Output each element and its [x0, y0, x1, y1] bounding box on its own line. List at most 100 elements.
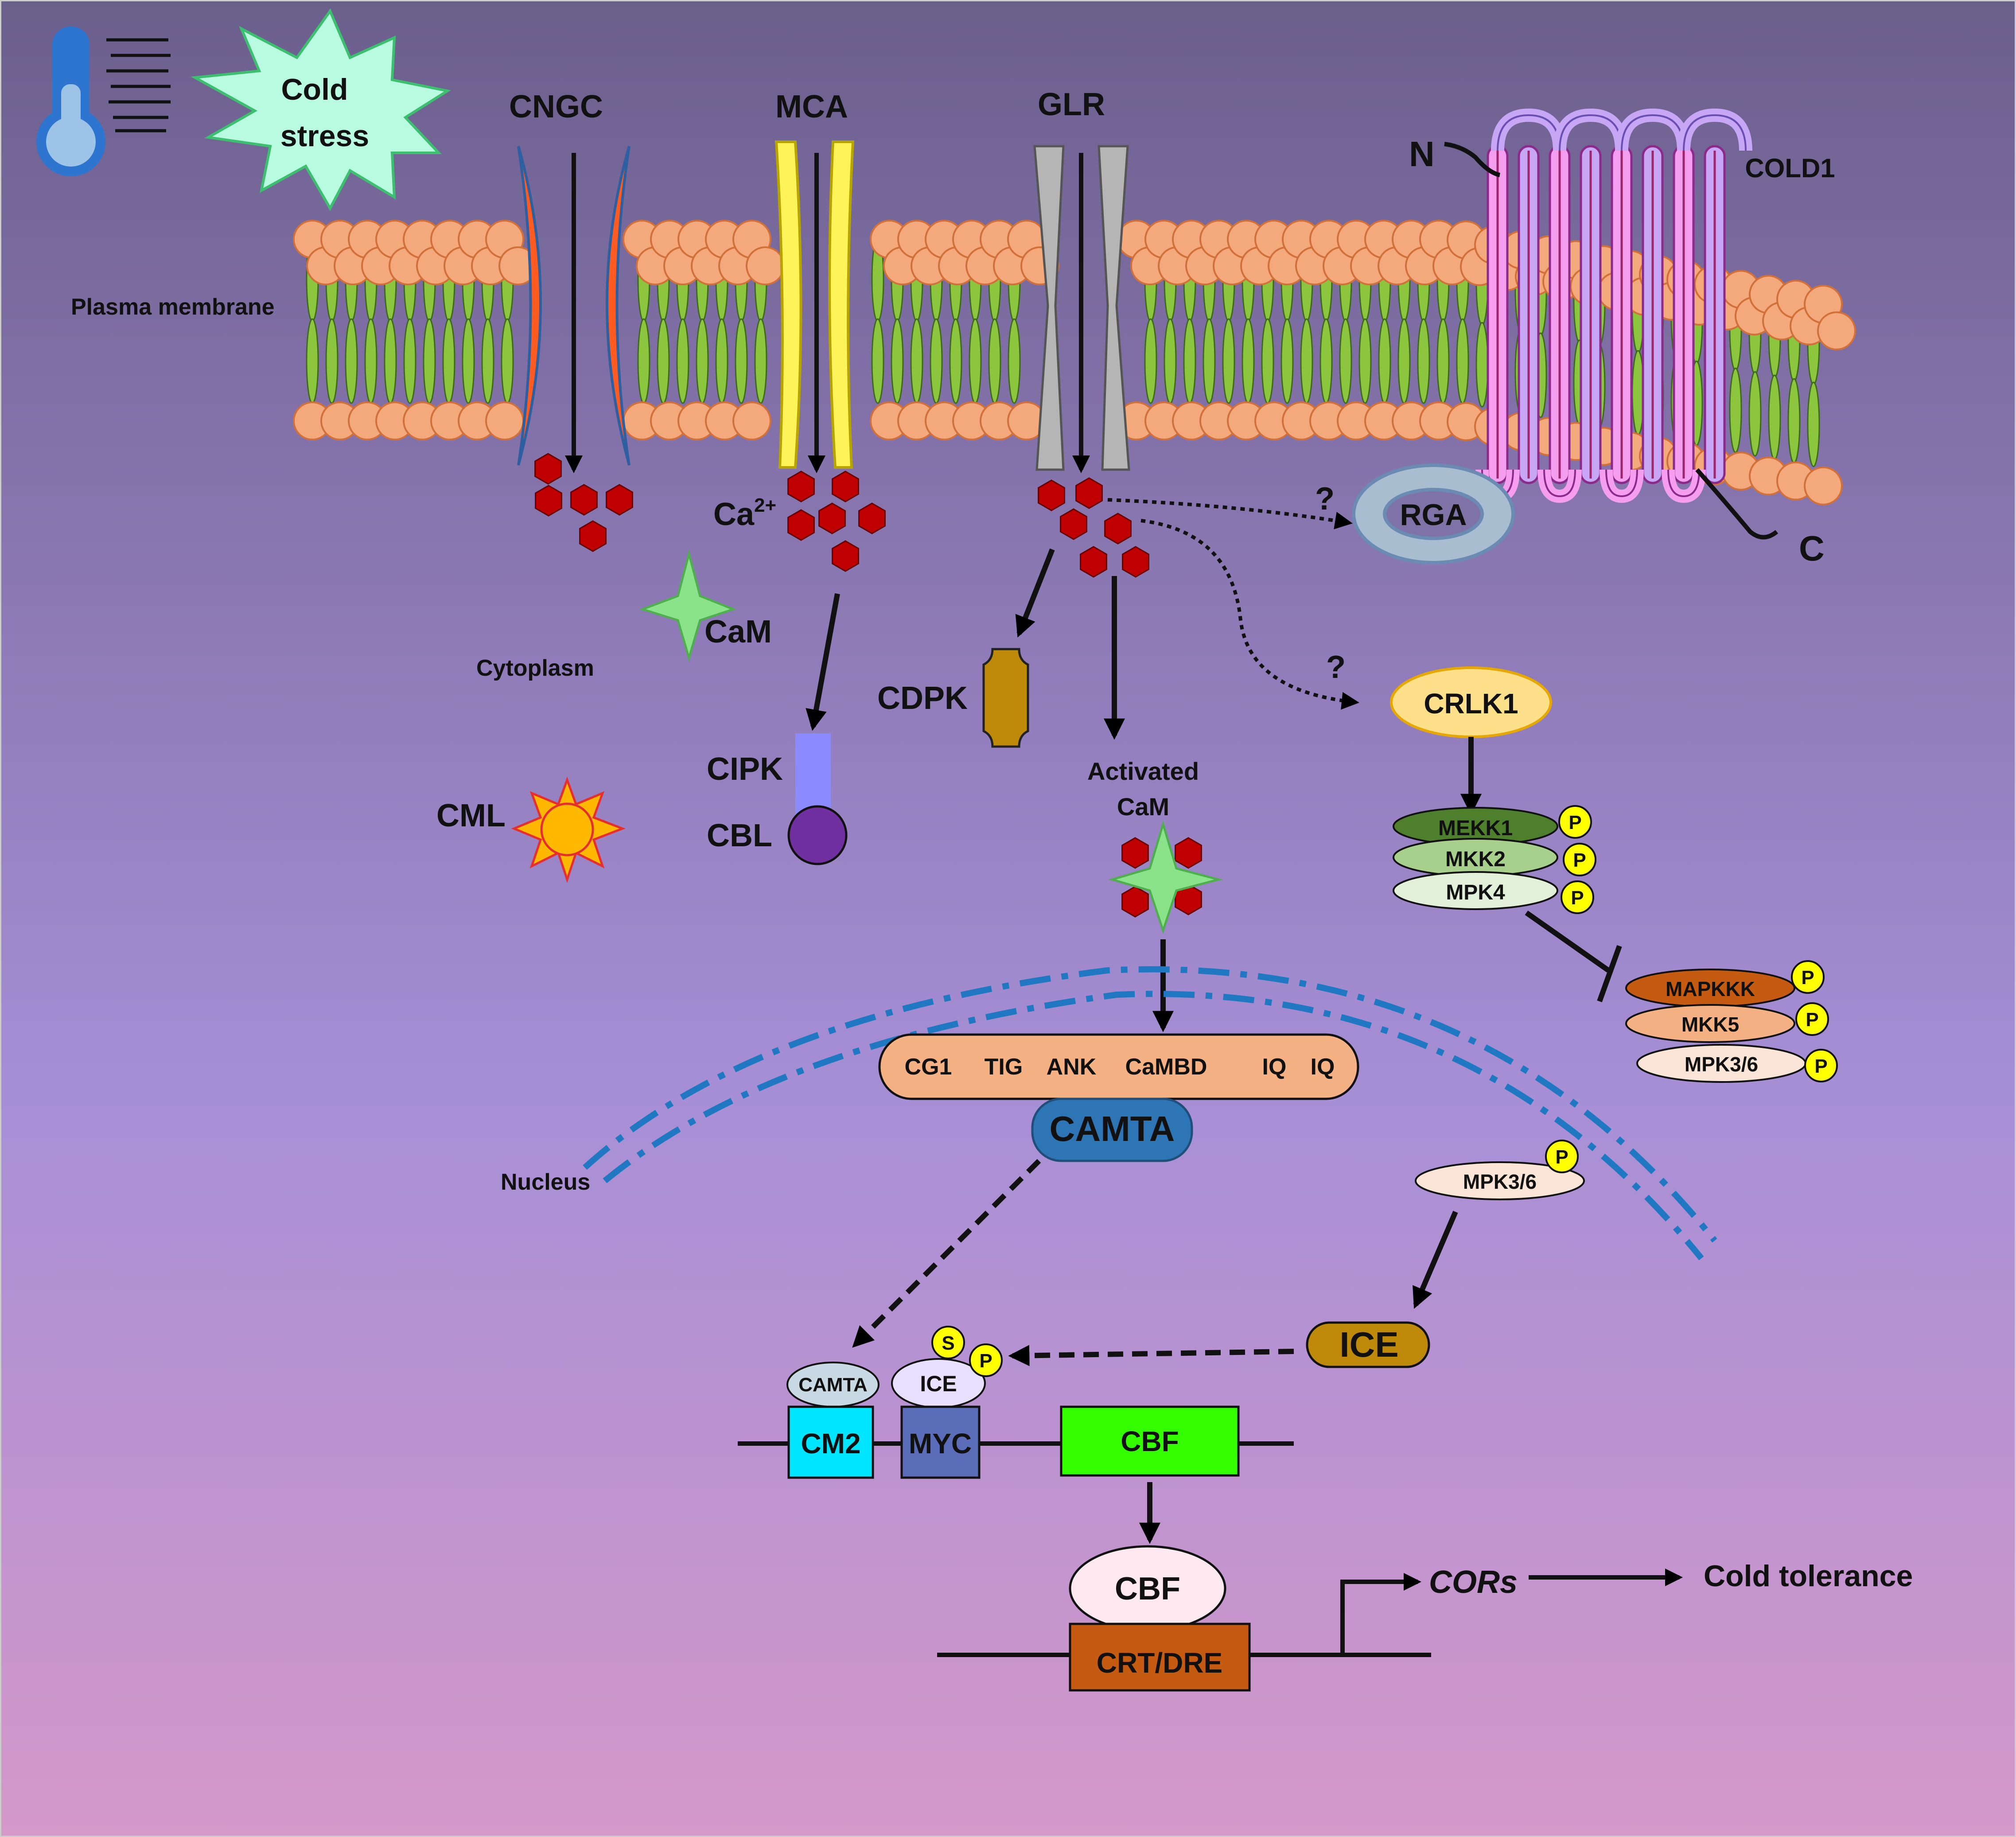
cbl-label: CBL: [707, 818, 772, 853]
myc-element: [900, 1405, 981, 1479]
camta-domain-1: CG1: [905, 1054, 952, 1080]
phospho-badge-6: [1804, 1049, 1838, 1082]
crt-dre-label: CRT/DRE: [1097, 1647, 1222, 1679]
cold-stress-label-line1: Cold: [281, 73, 348, 106]
ca-ion-1: [534, 453, 562, 485]
cors-label: CORs: [1429, 1565, 1518, 1600]
glr-channel: [1033, 145, 1130, 471]
cipk-protein: [795, 733, 831, 817]
glr-label: GLR: [1038, 87, 1105, 122]
glr-to-rga-dotted-arrow: [1107, 498, 1353, 529]
ca-ion-10: [858, 502, 886, 534]
activated-cam-star-icon: [1108, 820, 1223, 934]
camta-bound-label: CAMTA: [798, 1374, 868, 1396]
ca-ion-14: [1060, 508, 1087, 540]
phospho-badge-1: [1558, 805, 1592, 839]
ca-ion-2: [535, 485, 562, 517]
cm2-label: CM2: [801, 1428, 860, 1459]
ca-ion-12: [1038, 479, 1065, 511]
phospho-badge-5: [1795, 1002, 1829, 1036]
camta-label: CAMTA: [1050, 1109, 1175, 1148]
cold-stress-label-line2: stress: [280, 119, 369, 153]
badge-label-8: S: [942, 1332, 954, 1354]
mpk36-to-ice-arrow: [1413, 1210, 1458, 1309]
camta-domain-3: ANK: [1047, 1054, 1097, 1080]
question-mark-rga: ?: [1315, 481, 1335, 517]
badge-label-2: P: [1573, 849, 1586, 871]
mpk36-label-cytoplasm: MPK3/6: [1685, 1053, 1758, 1076]
cm2-element: [787, 1405, 874, 1479]
ca-ion-15: [1104, 513, 1132, 545]
mpk4-label: MPK4: [1446, 881, 1505, 904]
camta-domain-6: IQ: [1311, 1054, 1335, 1080]
calcium-ions: [534, 453, 1202, 918]
thermometer-icon: [36, 27, 171, 176]
cold1-n-terminus-label: N: [1409, 134, 1435, 174]
crt-dre-element: [1069, 1623, 1251, 1692]
activated-cam-label-line1: Activated: [1087, 757, 1199, 785]
mekk1-label: MEKK1: [1438, 817, 1513, 840]
myc-label: MYC: [909, 1428, 972, 1459]
cml-sun-icon: [511, 776, 626, 883]
mpk4-protein: [1393, 871, 1558, 910]
ice-protein: [1306, 1321, 1430, 1368]
cold1-c-terminus-label: C: [1799, 529, 1825, 568]
ca-ion-13: [1075, 477, 1103, 509]
phospho-badge-7: [1545, 1140, 1579, 1173]
badge-label-7: P: [1555, 1146, 1568, 1168]
cbf-gene-label: CBF: [1121, 1425, 1179, 1457]
glr-to-crlk1-dotted-arrow: [1140, 519, 1359, 710]
badge-label-4: P: [1801, 967, 1814, 989]
mca-label: MCA: [775, 89, 848, 125]
ca-to-cdpk-arrow: [1015, 548, 1055, 638]
camta-protein: [1031, 1098, 1193, 1162]
camta-domain-2: TIG: [985, 1054, 1023, 1080]
nucleus-label: Nucleus: [501, 1169, 590, 1195]
ca-ion-20: [1121, 886, 1149, 918]
cam-label: CaM: [704, 614, 772, 650]
cbf-protein-label: CBF: [1115, 1571, 1180, 1607]
mpk36-protein-nucleus: [1415, 1161, 1585, 1200]
cbl-protein: [787, 805, 848, 865]
activated-cam-label-line2: CaM: [1117, 793, 1169, 821]
cipk-label: CIPK: [707, 751, 783, 787]
cml-label: CML: [436, 798, 506, 833]
badge-label-6: P: [1814, 1055, 1827, 1077]
sumoylation-badge-8: [931, 1326, 965, 1359]
cngc-channel: [517, 146, 630, 466]
question-mark-crlk1: ?: [1326, 650, 1346, 685]
mapk-cascade-mapkkk: MAPKKK MKK5 MPK3/6: [1625, 969, 1806, 1083]
mapkkk-label: MAPKKK: [1666, 977, 1755, 1000]
ice-label: ICE: [1339, 1325, 1398, 1364]
cold1-protein: [1475, 108, 1752, 503]
transcription-start-arrow: [1340, 1573, 1421, 1655]
mpk36-label-nucleus: MPK3/6: [1463, 1170, 1537, 1193]
rga-protein: [1352, 463, 1515, 564]
cdpk-label: CDPK: [877, 681, 968, 716]
cngc-label: CNGC: [509, 89, 603, 125]
cold-stress-burst-icon: [191, 8, 451, 211]
ca-ion-8: [787, 509, 815, 541]
ice-bound-label: ICE: [920, 1371, 957, 1396]
mkk5-label: MKK5: [1681, 1013, 1739, 1036]
phospho-badge-2: [1563, 843, 1596, 876]
ca-label: Ca2+: [713, 494, 776, 532]
ca-ion-16: [1080, 546, 1107, 578]
badge-label-9: P: [979, 1350, 992, 1372]
ca-ion-17: [1122, 546, 1149, 578]
phospho-badge-9: [969, 1343, 1003, 1377]
badge-label-1: P: [1568, 812, 1581, 833]
nucleus-envelope-outer: [583, 966, 1717, 1243]
ca-ion-9: [818, 502, 846, 534]
ca-to-cipk-arrow: [806, 593, 840, 731]
phospho-badge-4: [1791, 960, 1825, 994]
ca-ion-19: [1175, 837, 1202, 869]
ca-ion-11: [832, 540, 859, 572]
cold1-c-terminus-line: [1695, 468, 1779, 540]
plasma-membrane-label: Plasma membrane: [71, 294, 275, 320]
ca-ion-5: [579, 520, 607, 552]
mkk2-label: MKK2: [1445, 848, 1506, 871]
cbf-gene: [1060, 1405, 1240, 1477]
ca-ion-18: [1121, 837, 1149, 869]
